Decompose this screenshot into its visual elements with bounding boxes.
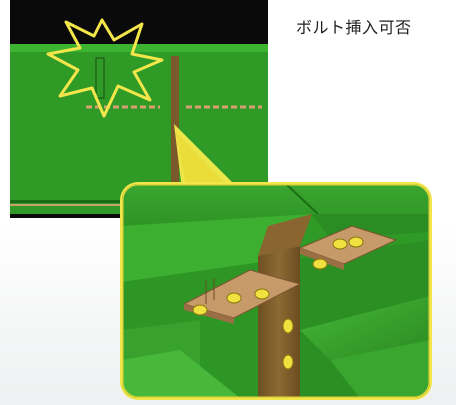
bolt-icon (332, 238, 348, 250)
bolt-icon (192, 304, 208, 316)
zoom-detail-view (120, 182, 432, 400)
bolt-icon (348, 236, 364, 248)
bolt-icon (312, 258, 328, 270)
column (258, 246, 300, 398)
caption-label: ボルト挿入可否 (296, 18, 412, 37)
starburst-icon (46, 18, 164, 118)
bolt-icon (282, 318, 294, 334)
bolt-icon (254, 288, 270, 300)
bolt-icon (226, 292, 242, 304)
bolt-icon (282, 354, 294, 370)
splice-plate-right (298, 225, 398, 265)
